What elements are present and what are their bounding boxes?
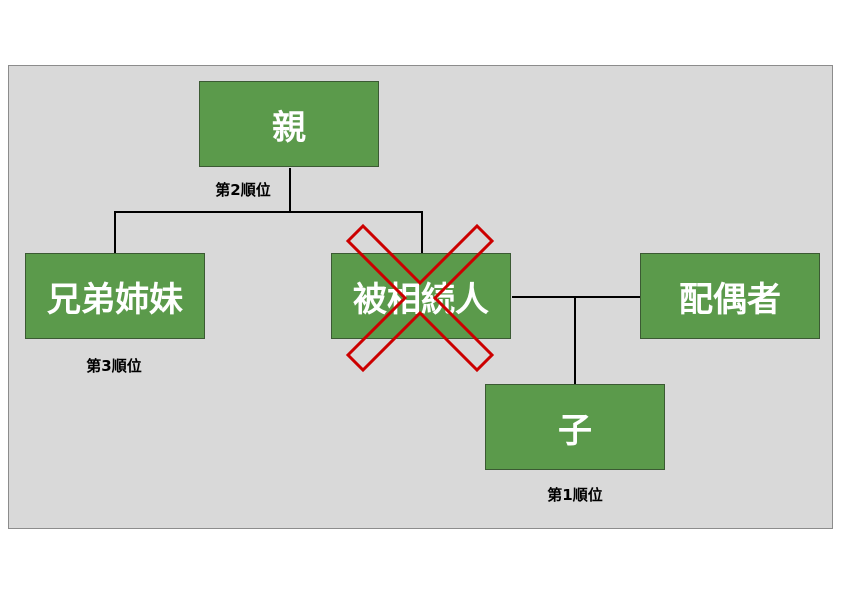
connector-line (114, 211, 423, 213)
node-parent: 親 (199, 81, 379, 167)
rank-label-3: 第3順位 (86, 357, 142, 375)
node-child: 子 (485, 384, 665, 470)
node-siblings: 兄弟姉妹 (25, 253, 205, 339)
connector-line (574, 296, 576, 384)
rank-label-2: 第2順位 (215, 181, 271, 199)
connector-line (421, 211, 423, 253)
connector-line (114, 211, 116, 253)
rank-label-1: 第1順位 (547, 486, 603, 504)
node-deceased: 被相続人 (331, 253, 511, 339)
connector-line (289, 168, 291, 213)
node-spouse: 配偶者 (640, 253, 820, 339)
connector-line (512, 296, 640, 298)
